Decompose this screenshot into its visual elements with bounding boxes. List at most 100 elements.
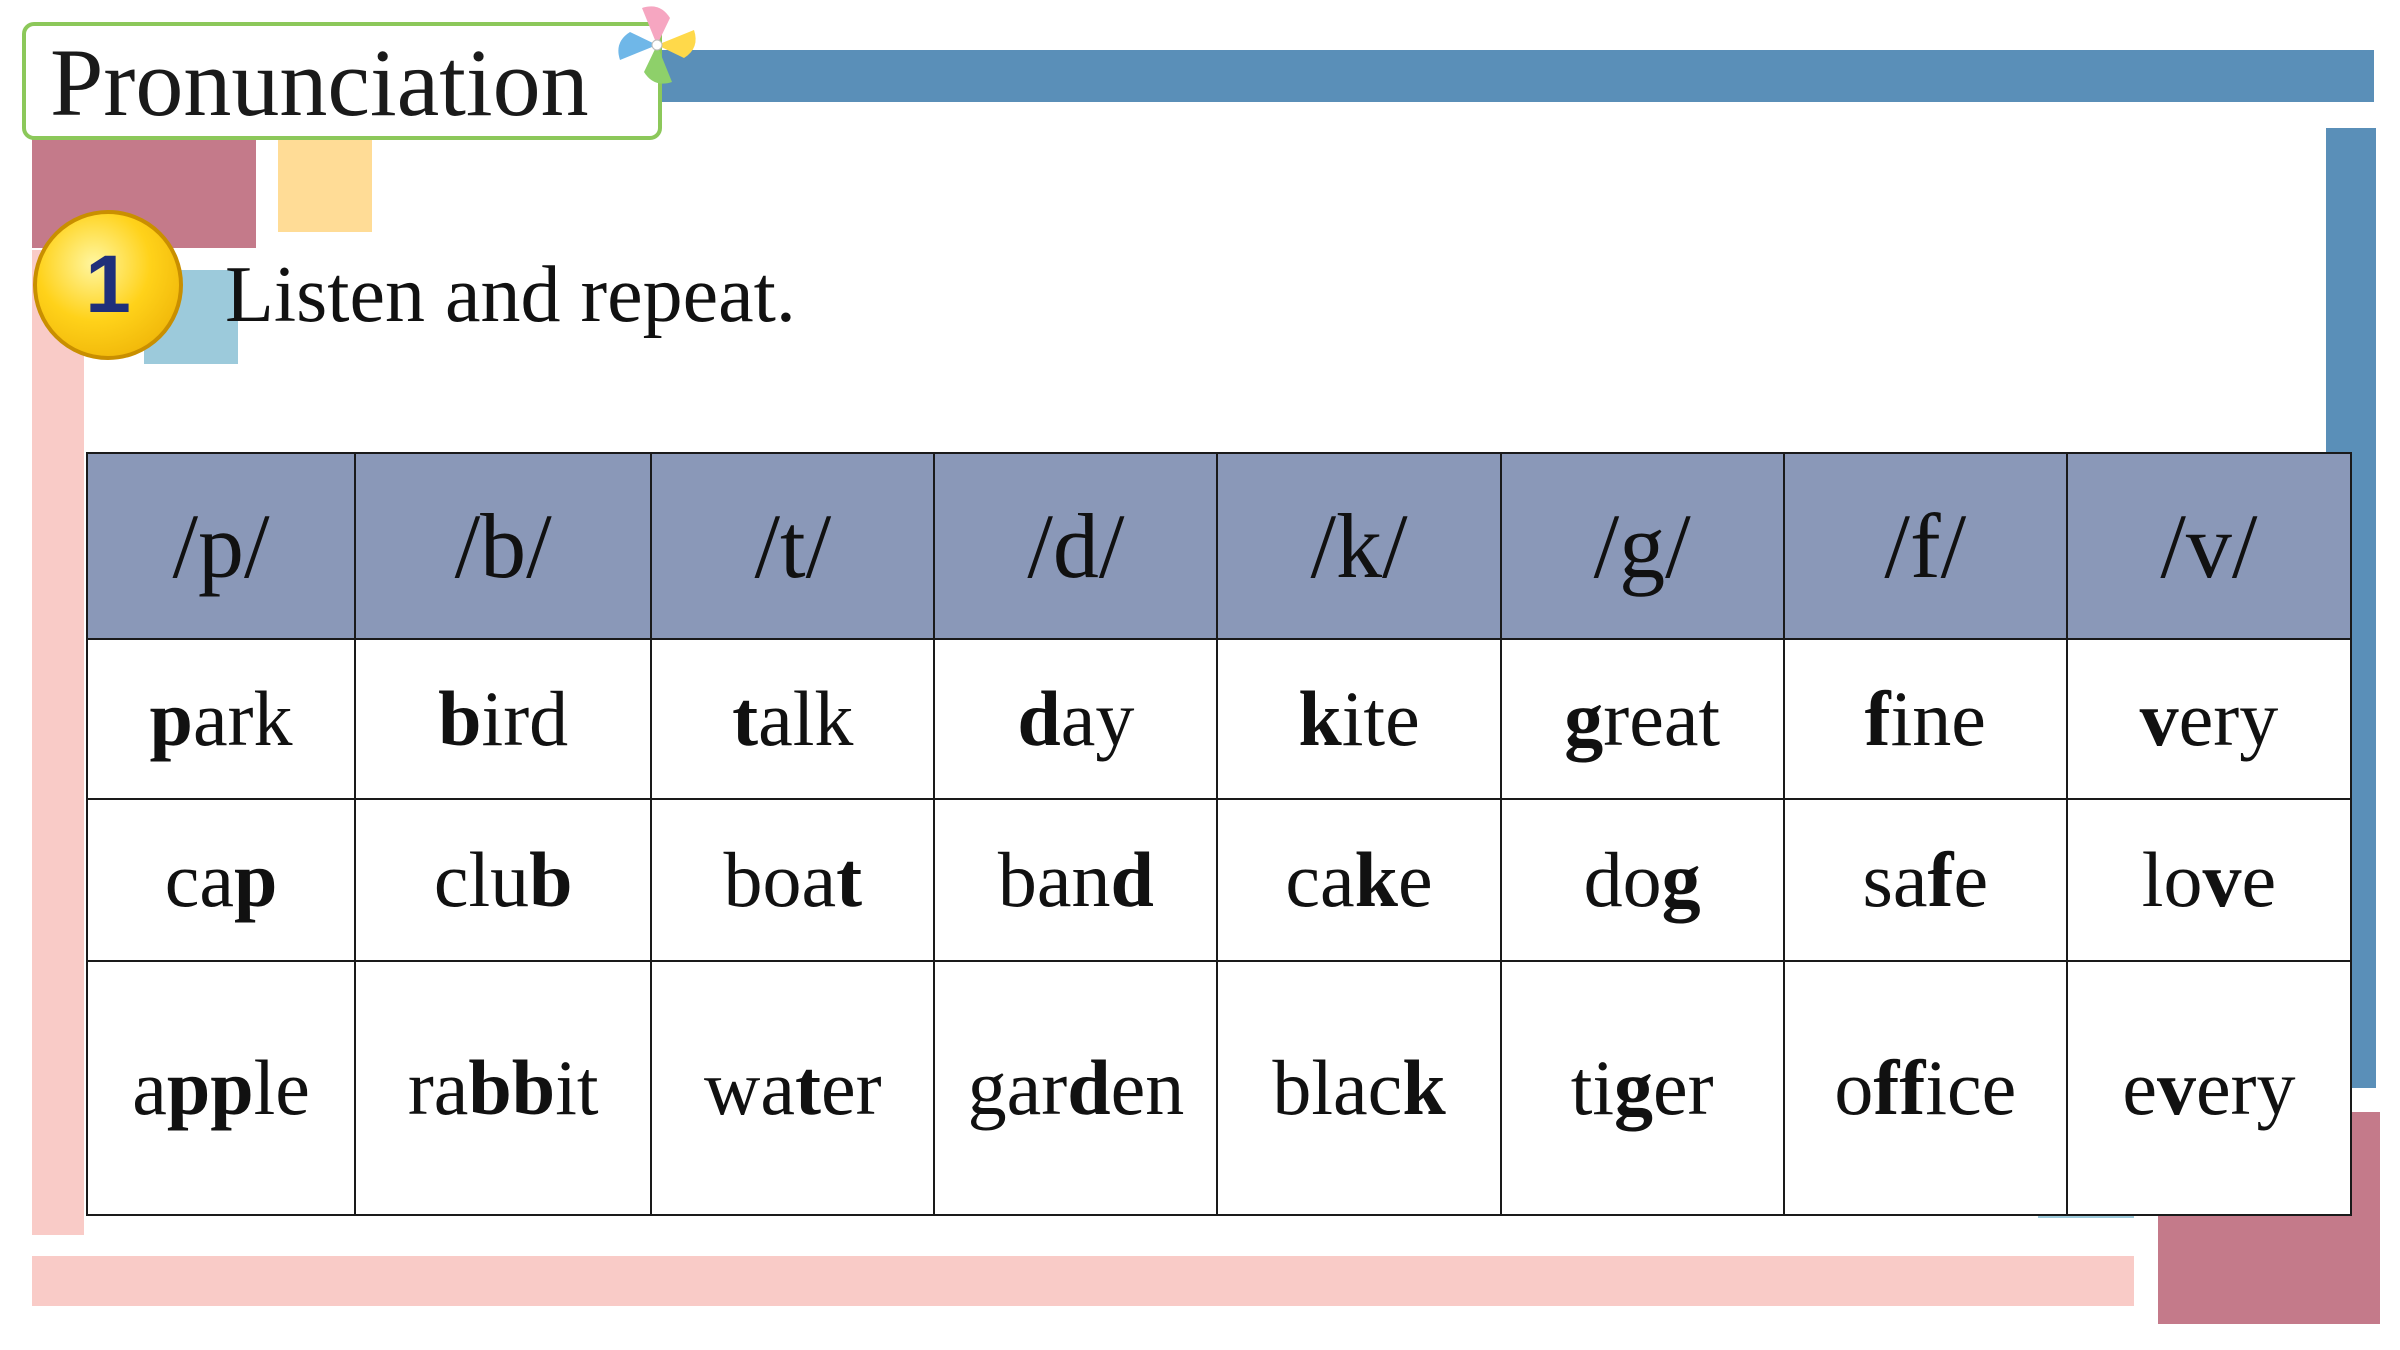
- sound-header: /p/: [85, 452, 357, 640]
- word-cell: talk: [650, 638, 936, 800]
- word-part: ay: [1060, 675, 1135, 762]
- sound-header: /v/: [2065, 452, 2353, 640]
- sound-header: /b/: [354, 452, 653, 640]
- word-cell: very: [2065, 638, 2353, 800]
- word-cell: safe: [1782, 798, 2068, 962]
- target-letters: f: [1864, 675, 1891, 762]
- word-part: ird: [481, 675, 569, 762]
- word-cell: great: [1499, 638, 1785, 800]
- word-cell: kite: [1216, 638, 1502, 800]
- word-cell: park: [85, 638, 357, 800]
- word-cell: fine: [1782, 638, 2068, 800]
- word-cell: office: [1782, 960, 2068, 1216]
- word-part: do: [1583, 836, 1662, 923]
- word-cell: black: [1216, 960, 1502, 1216]
- top-blue-bar: [662, 50, 2374, 102]
- word-cell: club: [354, 798, 653, 962]
- sound-header: /f/: [1782, 452, 2068, 640]
- word-part: e: [2241, 836, 2277, 923]
- word-cell: boat: [650, 798, 936, 962]
- word-cell: rabbit: [354, 960, 653, 1216]
- word-part: ite: [1341, 675, 1420, 762]
- word-part: clu: [433, 836, 530, 923]
- target-letters: v: [2139, 675, 2179, 762]
- target-letters: d: [1067, 1044, 1111, 1131]
- word-part: e: [1953, 836, 1989, 923]
- word-part: blac: [1272, 1044, 1403, 1131]
- target-letters: g: [1614, 1044, 1654, 1131]
- word-part: ra: [407, 1044, 469, 1131]
- target-letters: k: [1298, 675, 1342, 762]
- word-part: ban: [997, 836, 1111, 923]
- sound-header: /g/: [1499, 452, 1785, 640]
- yellow-square-top: [278, 140, 372, 232]
- sound-header: /t/: [650, 452, 936, 640]
- target-letters: t: [836, 836, 863, 923]
- word-part: gar: [967, 1044, 1068, 1131]
- word-cell: band: [933, 798, 1219, 962]
- word-cell: tiger: [1499, 960, 1785, 1216]
- target-letters: t: [732, 675, 759, 762]
- word-part: ark: [192, 675, 293, 762]
- word-part: er: [1653, 1044, 1714, 1131]
- word-part: boa: [723, 836, 837, 923]
- word-cell: every: [2065, 960, 2353, 1216]
- word-part: er: [820, 1044, 882, 1131]
- target-letters: p: [233, 836, 278, 923]
- target-letters: d: [1017, 675, 1061, 762]
- word-part: en: [1110, 1044, 1185, 1131]
- target-letters: f: [1927, 836, 1954, 923]
- word-cell: day: [933, 638, 1219, 800]
- target-letters: v: [2156, 1044, 2196, 1131]
- word-cell: water: [650, 960, 936, 1216]
- sound-header: /k/: [1216, 452, 1502, 640]
- pinwheel-icon: [618, 6, 696, 84]
- word-cell: dog: [1499, 798, 1785, 962]
- word-cell: cake: [1216, 798, 1502, 962]
- sound-header: /d/: [933, 452, 1219, 640]
- word-cell: bird: [354, 638, 653, 800]
- target-letters: b: [529, 836, 573, 923]
- word-part: ine: [1890, 675, 1986, 762]
- word-part: alk: [758, 675, 854, 762]
- word-part: wa: [704, 1044, 795, 1131]
- target-letters: g: [1661, 836, 1701, 923]
- word-part: ice: [1925, 1044, 2017, 1131]
- word-cell: cap: [85, 798, 357, 962]
- target-letters: p: [149, 675, 193, 762]
- target-letters: k: [1402, 1044, 1446, 1131]
- word-cell: love: [2065, 798, 2353, 962]
- word-part: lo: [2141, 836, 2203, 923]
- header-row: /p/ /b/ /t/ /d/ /k/ /g/ /f/ /v/: [85, 452, 2353, 640]
- target-letters: ff: [1873, 1044, 1926, 1131]
- word-cell: garden: [933, 960, 1219, 1216]
- word-part: ery: [2195, 1044, 2296, 1131]
- word-part: e: [1398, 836, 1433, 923]
- word-part: a: [132, 1044, 167, 1131]
- word-part: ery: [2178, 675, 2279, 762]
- target-letters: t: [794, 1044, 821, 1131]
- target-letters: pp: [166, 1044, 254, 1131]
- instruction-text: Listen and repeat.: [225, 251, 796, 339]
- bottom-pink-bar: [32, 1256, 2134, 1306]
- target-letters: bb: [468, 1044, 556, 1131]
- title-box: [22, 22, 662, 140]
- word-part: it: [555, 1044, 599, 1131]
- word-part: ti: [1570, 1044, 1615, 1131]
- word-part: sa: [1862, 836, 1928, 923]
- target-letters: g: [1564, 675, 1604, 762]
- page-title: Pronunciation: [50, 29, 589, 136]
- word-part: e: [2122, 1044, 2157, 1131]
- word-cell: apple: [85, 960, 357, 1216]
- exercise-number-badge: 1: [33, 210, 183, 360]
- target-letters: k: [1354, 836, 1399, 923]
- left-pink-bar: [32, 250, 84, 1235]
- word-part: le: [253, 1044, 310, 1131]
- word-part: ca: [1285, 836, 1355, 923]
- word-part: o: [1834, 1044, 1874, 1131]
- word-part: ca: [164, 836, 234, 923]
